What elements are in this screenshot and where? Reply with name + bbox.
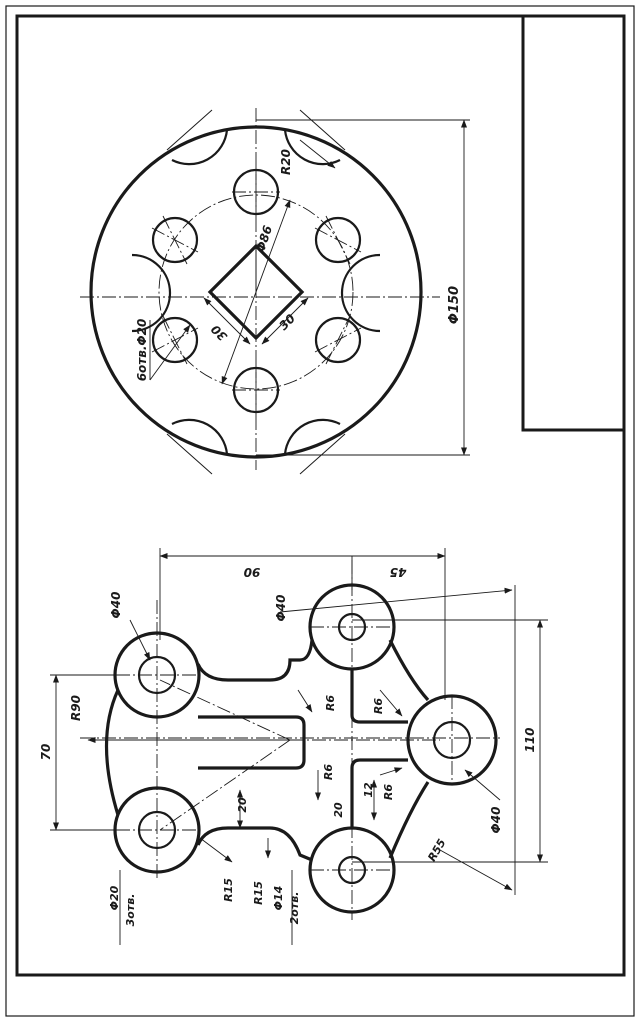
dim-phi150: Φ150	[447, 286, 462, 324]
dim-90: 90	[244, 565, 261, 579]
boss-right	[406, 694, 498, 786]
dim-holes-leader	[149, 324, 191, 381]
dim-r6-a: R6	[324, 695, 337, 711]
dim-phi40-top: Φ40	[274, 595, 288, 622]
dim-square-30a-line	[203, 297, 251, 345]
dim-square-30a: 30	[208, 322, 230, 344]
flange-holes	[151, 166, 362, 416]
dim-holes: 6отв.Φ20	[135, 319, 149, 382]
outer-frame	[5, 5, 635, 1017]
dim-square-30b-line	[261, 297, 309, 345]
dim-110: 110	[523, 727, 537, 752]
dim-r15-b: R15	[252, 881, 265, 905]
dim-r15-a: R15	[222, 878, 235, 902]
flange-bolt-circle	[158, 194, 354, 390]
dim-r90: R90	[69, 695, 83, 721]
dim-phi20: Φ20	[108, 885, 121, 910]
dim-r6-b: R6	[372, 698, 385, 714]
plate-outline	[104, 689, 120, 816]
dim-phi40-right: Φ40	[489, 807, 503, 834]
dim-phi14-count: 2отв.	[288, 892, 301, 925]
flange-notches	[131, 109, 381, 475]
dim-phi14: Φ14	[272, 886, 285, 911]
dim-phi40-left: Φ40	[109, 592, 123, 619]
dim-20-b: 20	[332, 802, 345, 818]
dim-r55: R55	[425, 836, 448, 863]
flange-view: Φ150 Φ86 R20 6отв.Φ20 30 30	[80, 108, 470, 475]
dim-phi20-count: 3отв.	[124, 894, 137, 927]
drawing-frame	[15, 14, 626, 977]
dim-70: 70	[39, 744, 53, 761]
dim-20-a: 20	[236, 797, 249, 813]
dim-r20-line	[299, 139, 336, 169]
dim-12: 12	[362, 782, 375, 798]
dim-r20: R20	[279, 149, 293, 175]
dim-r6-c: R6	[322, 764, 335, 780]
flange-outer-circle	[89, 125, 423, 459]
dim-45: 45	[390, 565, 408, 579]
dim-phi86-line	[221, 199, 291, 385]
title-block	[521, 14, 626, 432]
plate-view: 90 45 Φ40 Φ40 Φ40 R90 70 110 R6 R6 R6 R6…	[39, 548, 548, 945]
dim-r6-d: R6	[382, 784, 395, 800]
